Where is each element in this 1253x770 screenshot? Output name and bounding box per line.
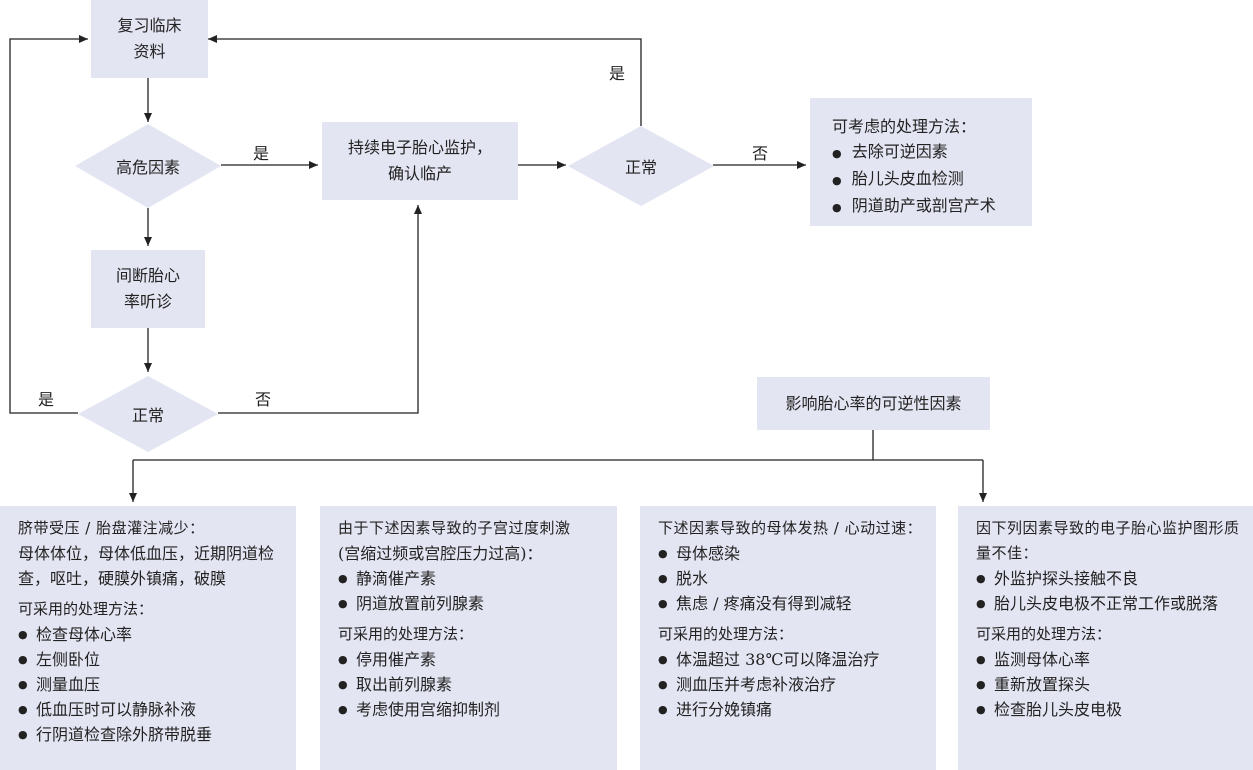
panel-action-item: 监测母体心率	[976, 647, 1241, 672]
node-review-line2: 资料	[133, 42, 166, 61]
panel-action-item: 考虑使用宫缩抑制剂	[338, 697, 605, 722]
panel-action-item: 停用催产素	[338, 647, 605, 672]
diamond-shape	[78, 376, 218, 452]
arrow-normal-loop-left	[9, 35, 88, 414]
panel-poor-tracing-quality: 因下列因素导致的电子胎心监护图形质量不佳： 外监护探头接触不良 胎儿头皮电极不正…	[958, 506, 1253, 770]
panel-cause-item: 母体感染	[658, 541, 924, 566]
edge-label-no-bottom: 否	[255, 390, 272, 409]
options-title: 可考虑的处理方法：	[832, 117, 977, 136]
panel-action-item: 行阴道检查除外脐带脱垂	[18, 722, 284, 747]
panel-heading: 下述因素导致的母体发热 / 心动过速：	[658, 519, 923, 537]
panel-heading: 脐带受压 / 胎盘灌注减少：	[18, 519, 205, 537]
decision-normal-bottom: 正常	[78, 376, 218, 452]
panel-subheading: 可采用的处理方法：	[976, 625, 1112, 643]
panel-action-item: 左侧卧位	[18, 647, 284, 672]
node-reversible-label: 影响胎心率的可逆性因素	[785, 393, 962, 413]
panel-heading: 由于下述因素导致的子宫过度刺激	[338, 519, 571, 537]
panel-action-item: 进行分娩镇痛	[658, 697, 924, 722]
options-box: 可考虑的处理方法： ● 去除可逆因素 ● 胎儿头皮血检测 ● 阴道助产或剖宫产术	[810, 98, 1032, 226]
options-item: ● 阴道助产或剖宫产术	[832, 196, 996, 215]
panel-cause-item: 脱水	[658, 566, 924, 591]
panel-action-item: 检查胎儿头皮电极	[976, 697, 1241, 722]
panel-action-item: 重新放置探头	[976, 672, 1241, 697]
arrow-normal-to-efm	[218, 205, 422, 414]
panel-action-item: 检查母体心率	[18, 622, 284, 647]
panel-subheading: 可采用的处理方法：	[18, 600, 154, 618]
decision-normal-top: 正常	[568, 126, 714, 206]
options-item: ● 去除可逆因素	[832, 142, 948, 161]
options-item: ● 胎儿头皮血检测	[832, 169, 964, 188]
panel-action-item: 取出前列腺素	[338, 672, 605, 697]
node-efm-line1: 持续电子胎心监护，	[347, 138, 492, 157]
edge-label-no-top: 否	[752, 144, 769, 163]
diamond-shape	[75, 124, 221, 208]
decision-high-risk-label: 高危因素	[115, 158, 180, 177]
panel-subheading: 可采用的处理方法：	[338, 625, 474, 643]
panel-cause-item: 静滴催产素	[338, 566, 605, 591]
node-efm-line2: 确认临产	[387, 164, 452, 183]
panel-body: 母体体位，母体低血压，近期阴道检查，呕吐，硬膜外镇痛，破膜	[18, 544, 275, 588]
arrow-normal-loop-top	[208, 35, 642, 126]
panel-action-item: 体温超过 38℃可以降温治疗	[658, 647, 924, 672]
decision-normal-bottom-label: 正常	[131, 406, 164, 425]
panel-uterine-hyperstimulation: 由于下述因素导致的子宫过度刺激 (宫缩过频或宫腔压力过高)： 静滴催产素 阴道放…	[320, 506, 617, 770]
edge-label-yes-top-loop: 是	[609, 64, 626, 83]
panel-cord-compression: 脐带受压 / 胎盘灌注减少： 母体体位，母体低血压，近期阴道检查，呕吐，硬膜外镇…	[0, 506, 296, 770]
panel-cause-item: 胎儿头皮电极不正常工作或脱落	[976, 591, 1241, 616]
decision-normal-top-label: 正常	[624, 158, 657, 177]
node-intermittent-auscultation: 间断胎心 率听诊	[91, 250, 205, 328]
panel-action-item: 低血压时可以静脉补液	[18, 697, 284, 722]
node-review-line1: 复习临床	[117, 16, 182, 35]
panel-action-item: 测量血压	[18, 672, 284, 697]
node-intermittent-line2: 率听诊	[123, 292, 172, 311]
panel-cause-item: 阴道放置前列腺素	[338, 591, 605, 616]
decision-high-risk: 高危因素	[75, 124, 221, 208]
node-review-clinical-data: 复习临床 资料	[91, 0, 208, 78]
edge-label-yes-left-loop: 是	[38, 390, 55, 409]
panel-cause-item: 外监护探头接触不良	[976, 566, 1241, 591]
diamond-shape	[568, 126, 714, 206]
panel-cause-item: 焦虑 / 疼痛没有得到减轻	[658, 591, 924, 616]
panel-heading: 因下列因素导致的电子胎心监护图形质量不佳：	[976, 519, 1240, 562]
panel-body: (宫缩过频或宫腔压力过高)：	[338, 544, 543, 563]
node-intermittent-line1: 间断胎心	[115, 266, 180, 285]
panel-action-item: 测血压并考虑补液治疗	[658, 672, 924, 697]
panel-subheading: 可采用的处理方法：	[658, 625, 794, 643]
edge-label-yes-highrisk: 是	[253, 144, 270, 163]
node-reversible-factors: 影响胎心率的可逆性因素	[757, 377, 990, 430]
node-continuous-efm: 持续电子胎心监护， 确认临产	[322, 122, 518, 200]
panel-maternal-fever: 下述因素导致的母体发热 / 心动过速： 母体感染 脱水 焦虑 / 疼痛没有得到减…	[640, 506, 936, 770]
